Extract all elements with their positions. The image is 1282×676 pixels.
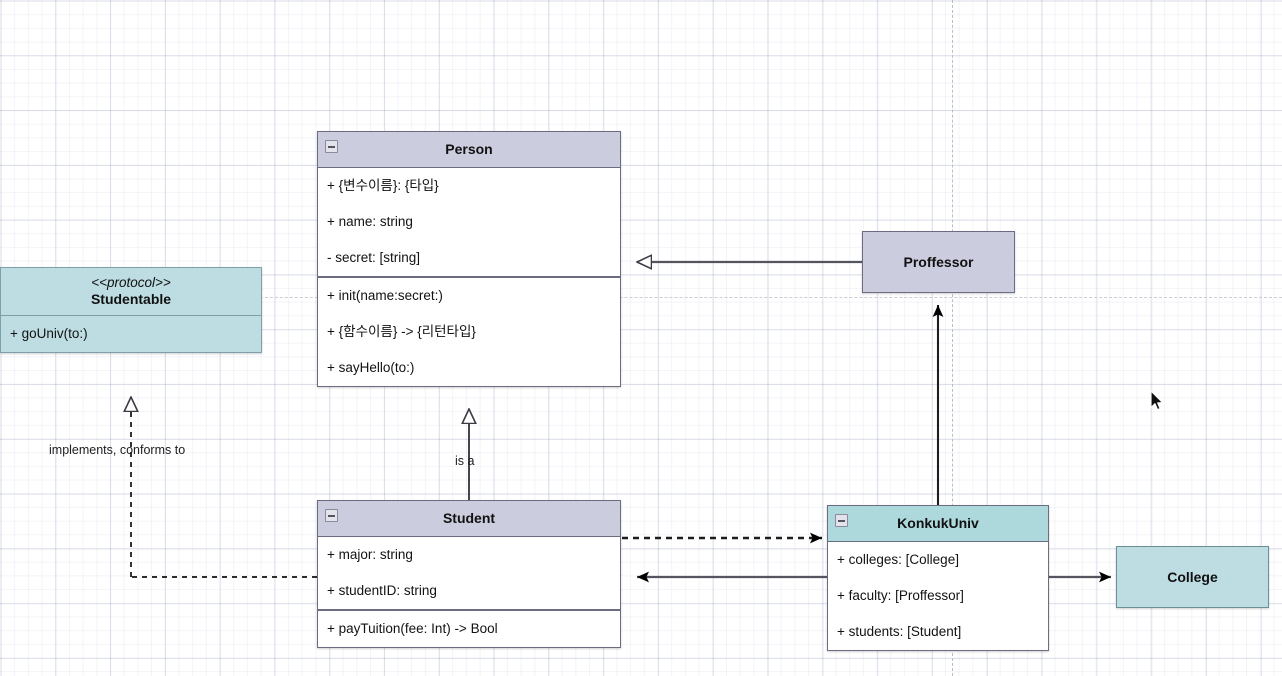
member-row: + major: string bbox=[327, 547, 413, 562]
member-row: + faculty: [Proffessor] bbox=[837, 588, 964, 603]
student-methods: + payTuition(fee: Int) -> Bool bbox=[318, 609, 620, 647]
member-row: + goUniv(to:) bbox=[10, 326, 88, 341]
edge-studentable-student bbox=[131, 397, 317, 578]
alignment-guide-horizontal bbox=[0, 297, 1282, 298]
alignment-guide-vertical bbox=[952, 0, 953, 676]
edge-label-is-a: is a bbox=[455, 454, 475, 468]
edge-label-implements: implements, conforms to bbox=[49, 443, 186, 457]
studentable-methods: + goUniv(to:) bbox=[1, 316, 261, 352]
member-row: + colleges: [College] bbox=[837, 552, 959, 567]
proffessor-title: Proffessor bbox=[903, 254, 974, 270]
member-row: + {함수이름} -> {리턴타입} bbox=[327, 324, 476, 339]
class-node-konkukuniv[interactable]: KonkukUniv + colleges: [College] + facul… bbox=[827, 505, 1049, 651]
person-methods: + init(name:secret:) + {함수이름} -> {리턴타입} … bbox=[318, 276, 620, 386]
konkukuniv-attributes: + colleges: [College] + faculty: [Proffe… bbox=[828, 542, 1048, 650]
konkukuniv-header: KonkukUniv bbox=[828, 506, 1048, 542]
person-title: Person bbox=[445, 141, 493, 157]
student-title: Student bbox=[442, 510, 496, 526]
member-row: + init(name:secret:) bbox=[327, 288, 443, 303]
member-row: + studentID: string bbox=[327, 583, 437, 598]
college-title: College bbox=[1167, 569, 1218, 585]
studentable-header: <<protocol>> Studentable bbox=[1, 268, 261, 316]
member-row: + payTuition(fee: Int) -> Bool bbox=[327, 621, 498, 636]
minus-box-icon[interactable] bbox=[325, 140, 338, 153]
minus-box-icon[interactable] bbox=[325, 509, 338, 522]
person-header: Person bbox=[318, 132, 620, 168]
konkukuniv-title: KonkukUniv bbox=[897, 515, 979, 531]
member-row: - secret: [string] bbox=[327, 250, 421, 265]
minus-box-icon[interactable] bbox=[835, 514, 848, 527]
class-node-proffessor[interactable]: Proffessor bbox=[862, 231, 1015, 293]
member-row: + {변수이름}: {타입} bbox=[327, 178, 439, 193]
class-node-student[interactable]: Student + major: string + studentID: str… bbox=[317, 500, 621, 648]
member-row: + name: string bbox=[327, 214, 413, 229]
student-attributes: + major: string + studentID: string bbox=[318, 537, 620, 609]
student-header: Student bbox=[318, 501, 620, 537]
member-row: + sayHello(to:) bbox=[327, 360, 415, 375]
member-row: + students: [Student] bbox=[837, 624, 962, 639]
person-attributes: + {변수이름}: {타입} + name: string - secret: … bbox=[318, 168, 620, 276]
class-node-college[interactable]: College bbox=[1116, 546, 1269, 608]
class-node-studentable[interactable]: <<protocol>> Studentable + goUniv(to:) bbox=[0, 267, 262, 353]
studentable-title: Studentable bbox=[90, 291, 172, 307]
mouse-pointer-icon bbox=[1150, 390, 1164, 411]
studentable-stereotype: <<protocol>> bbox=[91, 275, 171, 290]
class-node-person[interactable]: Person + {변수이름}: {타입} + name: string - s… bbox=[317, 131, 621, 387]
